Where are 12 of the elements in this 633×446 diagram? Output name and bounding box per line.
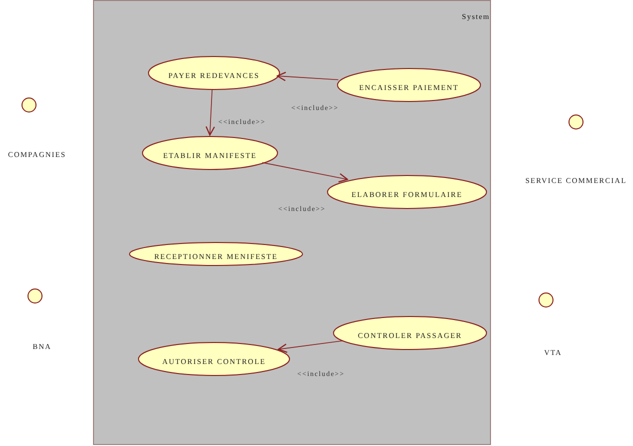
include-arrow [262, 162, 348, 182]
use-case-ellipse [142, 136, 278, 170]
use-case-ellipse [138, 342, 290, 376]
use-case-ellipse [337, 68, 481, 102]
use-case-ellipse [333, 316, 487, 350]
include-arrow [278, 340, 344, 353]
use-case-ellipse [129, 242, 303, 266]
include-arrow [276, 72, 339, 82]
use-case-ellipse [148, 56, 280, 90]
use-case-ellipse [327, 175, 487, 209]
include-arrow [206, 88, 215, 136]
system-boundary [93, 0, 491, 445]
